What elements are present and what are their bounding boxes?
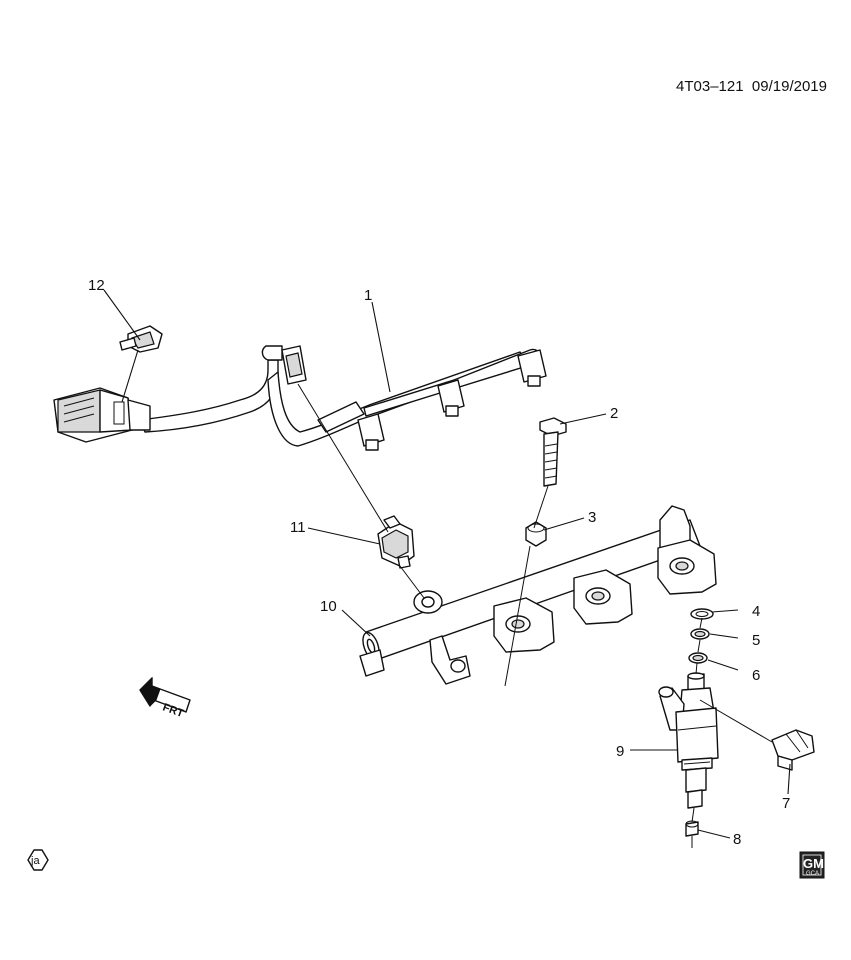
rail-bolt xyxy=(539,417,567,487)
fuel-injector xyxy=(658,672,719,809)
fuel-injector-harness xyxy=(53,325,547,451)
callout-1: 1 xyxy=(364,287,372,304)
leader-3 xyxy=(543,517,585,531)
leader-5 xyxy=(709,633,739,639)
callout-8: 8 xyxy=(733,831,741,848)
injector-retainer-clip xyxy=(771,729,815,771)
leader-10 xyxy=(341,609,371,637)
gm-logo-sublabel: GCA xyxy=(806,871,819,877)
diagram-code: 4T03–121 xyxy=(676,78,744,95)
tip-seal xyxy=(685,820,699,837)
harness-injector-connector-2 xyxy=(357,413,385,451)
callout-7: 7 xyxy=(782,795,790,812)
injector-cup-1 xyxy=(493,597,555,653)
harness-clip xyxy=(119,325,163,353)
leader-8 xyxy=(697,829,731,839)
callout-10: 10 xyxy=(320,598,337,615)
leader-11 xyxy=(307,527,381,545)
callout-6: 6 xyxy=(752,667,760,684)
callout-labels: 1 2 3 4 5 6 7 8 9 10 11 12 xyxy=(88,277,790,848)
callout-4: 4 xyxy=(752,603,760,620)
ja-badge-label: ja xyxy=(30,855,40,867)
diagram-date: 09/19/2019 xyxy=(751,78,827,95)
leader-12b xyxy=(121,349,139,403)
injector-cup-2 xyxy=(573,569,633,625)
gm-logo-label: GM xyxy=(803,856,824,871)
rail-spacer xyxy=(525,521,547,547)
leader-lines xyxy=(103,289,791,839)
upper-o-ring xyxy=(690,608,714,620)
harness-injector-connector-3 xyxy=(437,379,465,417)
fuel-pressure-sensor xyxy=(377,515,415,569)
harness-injector-connector-4 xyxy=(517,349,547,387)
callout-3: 3 xyxy=(588,509,596,526)
injector-cup-3 xyxy=(657,539,717,595)
leader-6 xyxy=(707,659,739,671)
backup-ring xyxy=(690,628,710,640)
leader-12a xyxy=(103,289,141,341)
fuel-rail xyxy=(359,505,717,685)
harness-injector-connector-1 xyxy=(281,345,307,385)
callout-12: 12 xyxy=(88,277,105,294)
callout-5: 5 xyxy=(752,632,760,649)
leader-7 xyxy=(787,763,791,795)
diagram-header: 4T03–121 09/19/2019 xyxy=(676,78,827,95)
alignment-lines xyxy=(297,383,773,848)
harness-main-connector xyxy=(53,387,151,443)
ja-badge: ja xyxy=(27,849,49,871)
leader-2 xyxy=(559,413,607,425)
callout-11: 11 xyxy=(290,519,306,536)
leader-4 xyxy=(711,609,739,613)
callout-9: 9 xyxy=(616,743,624,760)
gm-logo: GM GCA xyxy=(799,851,825,879)
front-orientation-arrow: FRT xyxy=(139,676,191,720)
lower-o-ring xyxy=(688,652,708,664)
leader-1 xyxy=(371,301,391,393)
callout-2: 2 xyxy=(610,405,618,422)
